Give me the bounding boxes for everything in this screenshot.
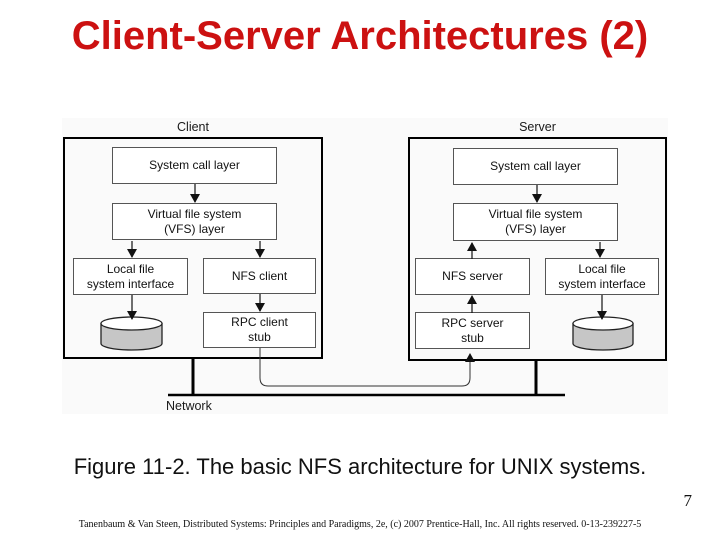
server-system-call-layer-box: System call layer bbox=[453, 148, 618, 185]
server-local-file-system-box: Local file system interface bbox=[545, 258, 659, 295]
client-rpc-stub-box: RPC client stub bbox=[203, 312, 316, 348]
page-number: 7 bbox=[683, 491, 693, 510]
figure-caption: Figure 11-2. The basic NFS architecture … bbox=[73, 454, 647, 479]
server-rpc-stub-box: RPC server stub bbox=[415, 312, 530, 349]
client-label: Client bbox=[177, 120, 209, 134]
nfs-architecture-figure: Client Server System call layer Virtual … bbox=[62, 118, 668, 414]
client-system-call-layer-box: System call layer bbox=[112, 147, 277, 184]
client-vfs-layer-box: Virtual file system (VFS) layer bbox=[112, 203, 277, 240]
client-nfs-client-box: NFS client bbox=[203, 258, 316, 294]
server-vfs-layer-box: Virtual file system (VFS) layer bbox=[453, 203, 618, 241]
copyright-footer: Tanenbaum & Van Steen, Distributed Syste… bbox=[78, 519, 642, 530]
server-label: Server bbox=[519, 120, 556, 134]
server-machine-box bbox=[408, 137, 667, 361]
network-label: Network bbox=[166, 399, 212, 413]
server-nfs-server-box: NFS server bbox=[415, 258, 530, 295]
client-local-file-system-box: Local file system interface bbox=[73, 258, 188, 295]
slide-title: Client-Server Architectures (2) bbox=[71, 14, 649, 58]
